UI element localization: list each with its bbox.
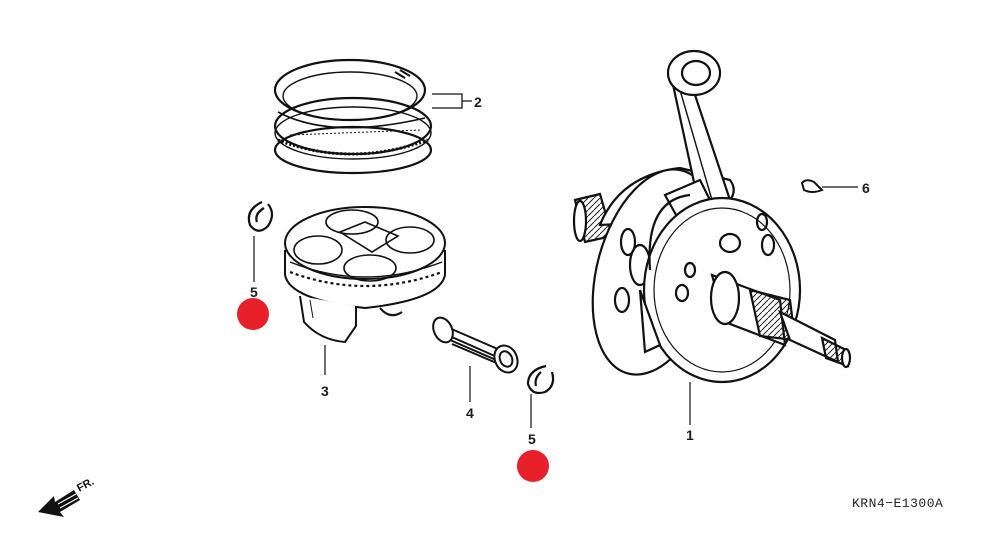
callout-1: 1	[686, 427, 694, 443]
woodruff-key-drawing	[800, 179, 858, 193]
piston-pin-clip-left-drawing	[247, 201, 274, 282]
highlight-marker-left[interactable]	[237, 298, 269, 330]
diagram-code: KRN4−E1300A	[852, 496, 944, 511]
crankshaft-drawing	[572, 49, 852, 425]
callout-3: 3	[321, 383, 329, 399]
piston-drawing	[284, 206, 446, 375]
callout-5-right: 5	[528, 431, 536, 447]
piston-pin-clip-right-drawing	[526, 364, 555, 428]
callout-5-left: 5	[250, 284, 258, 300]
highlight-marker-right[interactable]	[517, 450, 549, 482]
callout-4: 4	[466, 405, 474, 421]
callout-2: 2	[474, 94, 482, 110]
front-direction-arrow	[38, 490, 80, 517]
callout-leader-2	[432, 93, 472, 109]
piston-ring-set-drawing	[273, 58, 433, 175]
callout-6: 6	[862, 180, 870, 196]
piston-pin-drawing	[432, 316, 519, 402]
